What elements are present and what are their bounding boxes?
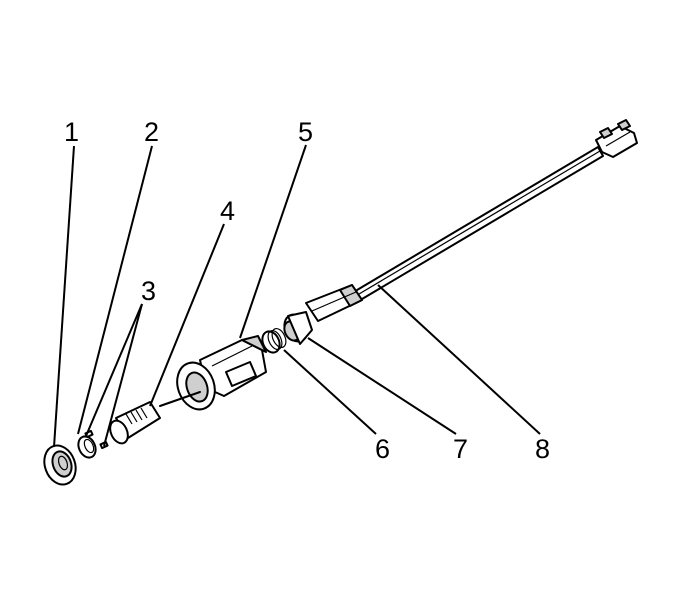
callout-6: 6 [375,434,390,464]
leader-lines [53,144,541,448]
callout-1: 1 [64,117,79,147]
leader-1 [53,145,75,448]
part-1-bezel [43,444,77,486]
leader-2 [77,145,153,435]
leader-8 [377,284,541,435]
part-8-wire-harness [305,119,638,322]
callout-3: 3 [141,276,156,306]
leader-3b [103,303,143,447]
leader-7 [307,337,457,435]
callout-5: 5 [298,117,313,147]
callout-2: 2 [144,117,159,147]
part-5-housing [176,335,267,411]
callout-labels: 1 2 3 4 5 6 7 8 [64,117,550,464]
leader-4 [149,223,225,407]
leader-6 [283,349,377,435]
part-7-retainer [283,311,313,345]
part-4-lock-cylinder [109,391,201,445]
callout-4: 4 [220,196,235,226]
leader-5 [239,144,307,339]
part-2-seal [77,435,97,459]
callout-7: 7 [453,434,468,464]
leader-3a [85,303,143,437]
callout-8: 8 [535,434,550,464]
